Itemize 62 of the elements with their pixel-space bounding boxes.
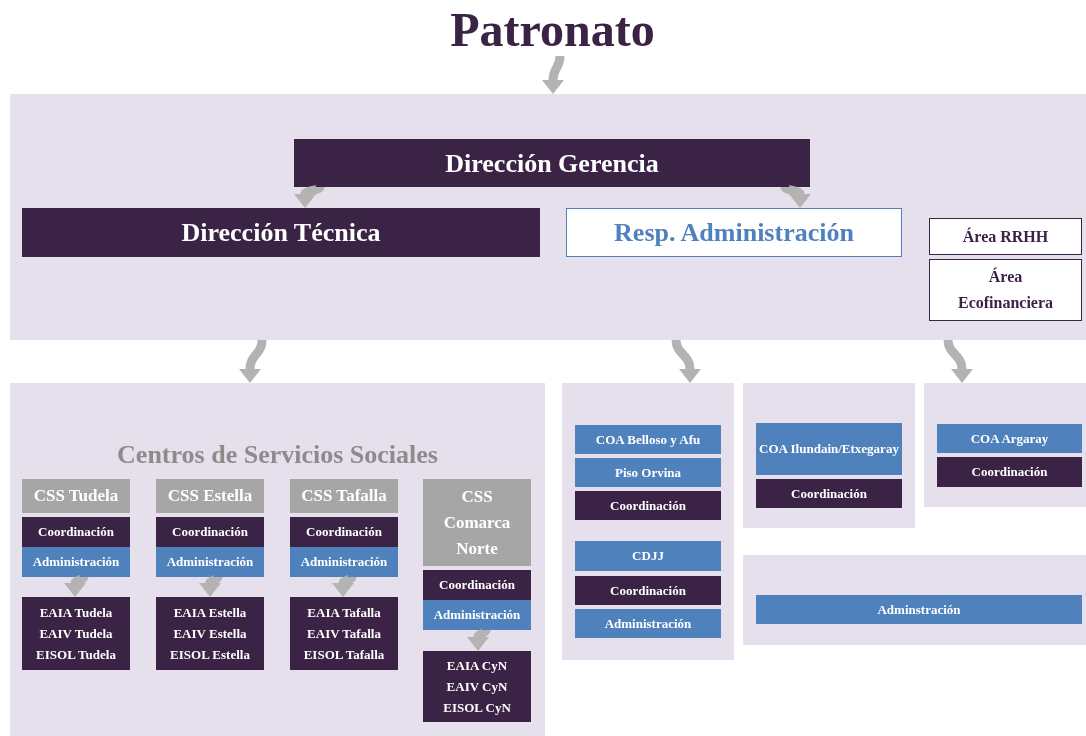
center-box: CSS Tafalla — [290, 479, 398, 513]
unit-box: Piso Orvina — [575, 458, 721, 487]
top-panel — [10, 94, 1086, 340]
unit-box: Área RRHH — [929, 218, 1082, 255]
unit-box: COA Belloso y Afu — [575, 425, 721, 454]
group-panel — [562, 383, 734, 660]
team-box — [156, 597, 264, 670]
unit-box: Dirección Gerencia — [294, 139, 810, 187]
unit-box: Coordinación — [575, 491, 721, 520]
team-name: EAIV Tafalla — [307, 625, 381, 643]
unit-box: Resp. Administración — [566, 208, 902, 257]
unit-box: Administración — [290, 547, 398, 577]
unit-box: Coordinación — [575, 576, 721, 605]
team-name: EISOL Tudela — [36, 646, 116, 664]
team-name: EAIA Tafalla — [307, 604, 381, 622]
unit-box: COA Ilundain/Etxegaray — [756, 423, 902, 475]
unit-box: COA Argaray — [937, 424, 1082, 453]
team-box — [290, 597, 398, 670]
center-box: CSS Comarca Norte — [423, 479, 531, 566]
unit-box: Coordinación — [937, 457, 1082, 487]
curved-arrow — [781, 183, 811, 208]
unit-box: CDJJ — [575, 541, 721, 571]
team-name: EAIA Tudela — [39, 604, 113, 622]
team-name: EAIV Estella — [173, 625, 247, 643]
unit-box: Coordinación — [290, 517, 398, 547]
center-box: CSS Tudela — [22, 479, 130, 513]
team-name: EAIV Tudela — [39, 625, 113, 643]
group-panel — [743, 383, 915, 528]
curved-arrow — [294, 183, 324, 208]
team-name: EAIV CyN — [446, 678, 508, 696]
curved-arrow — [199, 574, 222, 597]
center-box: CSS Estella — [156, 479, 264, 513]
unit-box: Coordinación — [423, 570, 531, 600]
curved-arrow — [542, 55, 565, 94]
group-panel — [924, 383, 1086, 507]
team-name: EISOL Estella — [170, 646, 250, 664]
team-name: EISOL Tafalla — [303, 646, 385, 664]
curved-arrow — [64, 573, 88, 597]
unit-box: Dirección Técnica — [22, 208, 540, 257]
unit-box: Administración — [575, 609, 721, 638]
unit-box: Coordinación — [22, 517, 130, 547]
group-panel — [743, 555, 1086, 645]
curved-arrow — [239, 339, 267, 383]
unit-box: Administración — [423, 600, 531, 630]
team-name: EISOL CyN — [443, 699, 511, 717]
unit-box: Coordinación — [756, 479, 902, 508]
curved-arrow — [332, 573, 356, 597]
unit-box: Coordinación — [156, 517, 264, 547]
team-box — [22, 597, 130, 670]
group-panel — [10, 383, 545, 736]
unit-box: Área Ecofinanciera — [929, 259, 1082, 321]
heading-title: Patronato — [430, 4, 675, 56]
curved-arrow — [943, 339, 973, 383]
curved-arrow — [467, 627, 490, 651]
unit-box: Adminstración — [756, 595, 1082, 624]
team-box — [423, 651, 531, 722]
unit-box: Administración — [22, 547, 130, 577]
team-name: EAIA Estella — [173, 604, 247, 622]
team-name: EAIA CyN — [446, 657, 508, 675]
unit-box: Administración — [156, 547, 264, 577]
panel-heading: Centros de Servicios Sociales — [116, 439, 439, 471]
curved-arrow — [671, 339, 701, 383]
